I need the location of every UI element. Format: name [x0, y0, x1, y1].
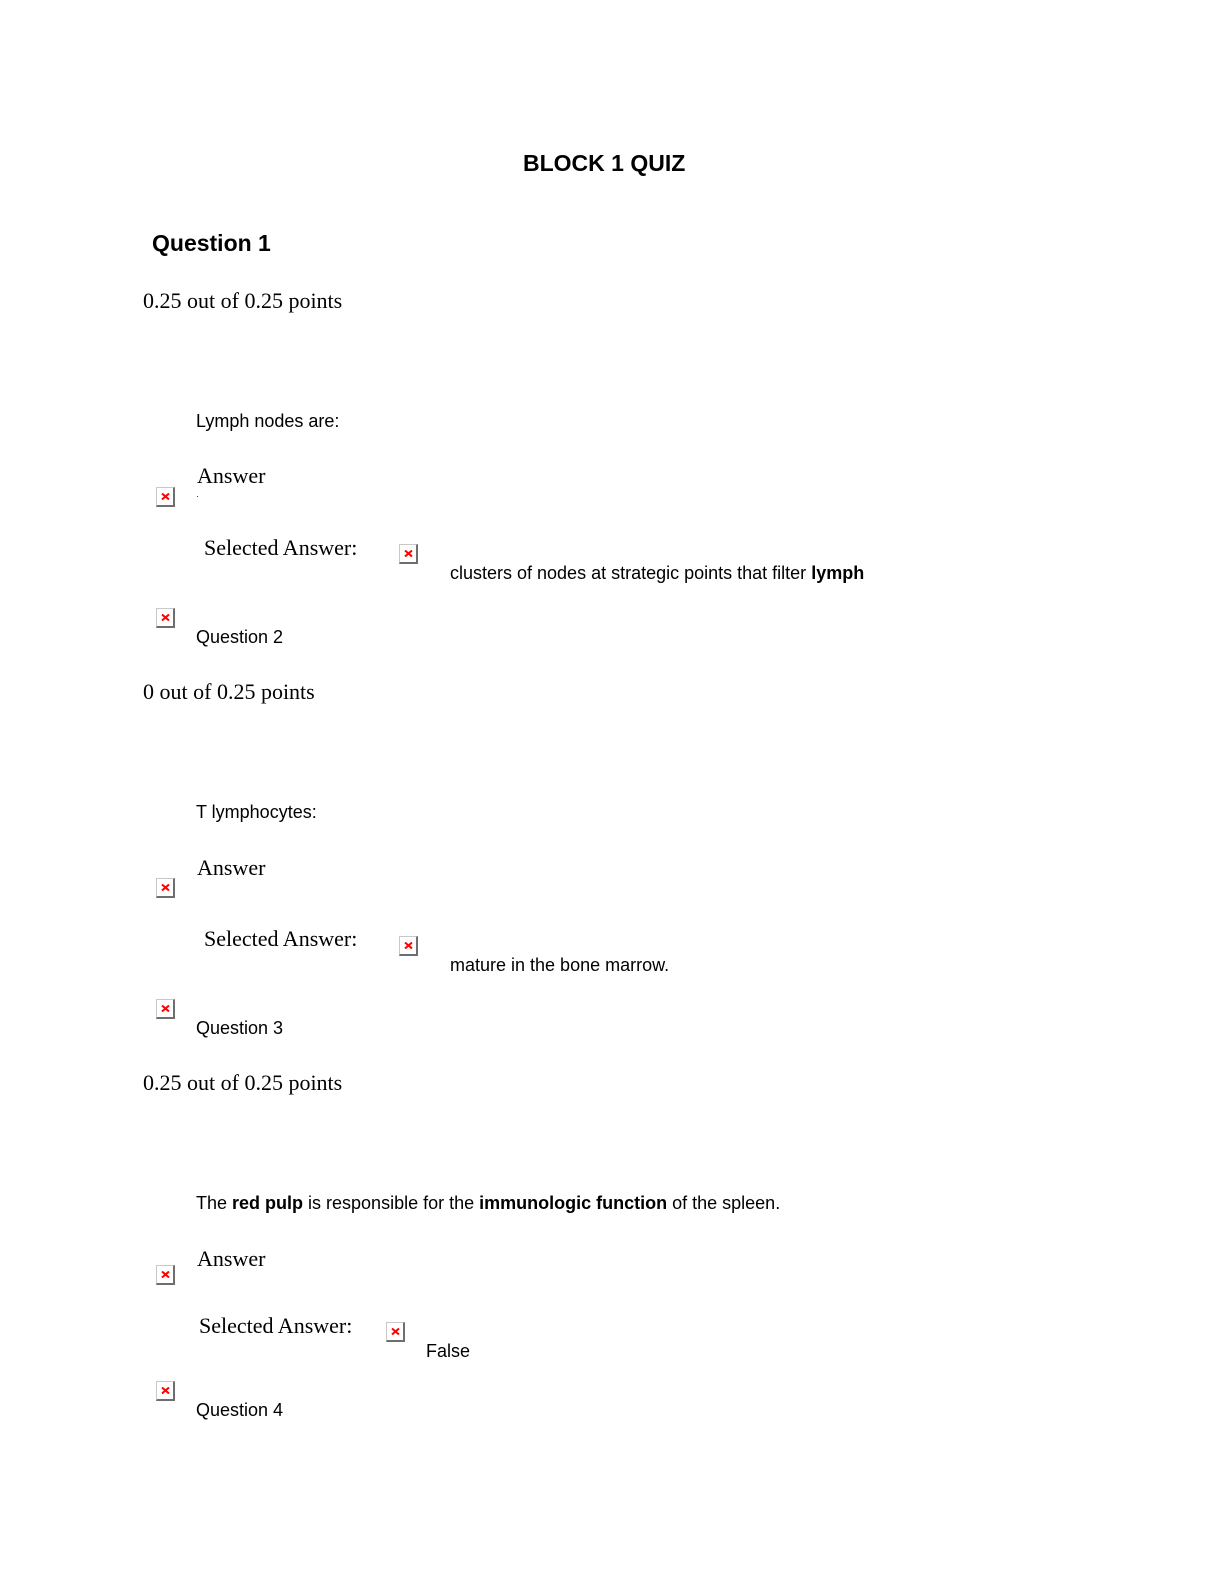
question-3-heading: Question 3: [196, 1018, 284, 1038]
question-1-heading: Question 1: [152, 230, 271, 256]
question-1-selected-answer: clusters of nodes at strategic points th…: [450, 563, 864, 584]
prompt-text: T lymphocytes:: [196, 802, 317, 822]
broken-image-icon: [156, 878, 175, 898]
question-1-prompt: Lymph nodes are:: [196, 411, 339, 432]
prompt-text-bold: immunologic function: [479, 1193, 668, 1213]
question-4-heading: Question 4: [196, 1400, 284, 1420]
answer-text: clusters of nodes at strategic points th…: [450, 563, 812, 583]
question-2-selected-answer-label: Selected Answer:: [204, 926, 358, 951]
broken-image-icon: [156, 487, 175, 507]
question-2-prompt: T lymphocytes:: [196, 802, 317, 823]
red-x-icon: [160, 1271, 170, 1278]
red-x-icon: [160, 493, 170, 500]
marker-dot: [197, 496, 198, 497]
red-x-icon: [160, 884, 170, 891]
question-3-selected-answer-label: Selected Answer:: [199, 1313, 353, 1338]
question-1-answer-label: Answer: [197, 463, 266, 488]
broken-image-icon: [156, 999, 175, 1019]
question-1-selected-answer-label: Selected Answer:: [204, 535, 358, 560]
question-2-selected-answer: mature in the bone marrow.: [450, 955, 669, 976]
broken-image-icon: [399, 936, 418, 956]
red-x-icon: [160, 614, 170, 621]
answer-text: mature in the bone marrow.: [450, 955, 670, 975]
answer-text: False: [426, 1341, 471, 1361]
question-2-points: 0 out of 0.25 points: [143, 679, 315, 704]
red-x-icon: [160, 1005, 170, 1012]
question-3-points: 0.25 out of 0.25 points: [143, 1070, 343, 1095]
question-2-answer-label: Answer: [197, 855, 266, 880]
question-3-prompt: The red pulp is responsible for the immu…: [196, 1193, 780, 1214]
red-x-icon: [160, 1387, 170, 1394]
prompt-text: The: [196, 1193, 233, 1213]
prompt-text: Lymph nodes are:: [196, 411, 340, 431]
question-3-selected-answer: False: [426, 1341, 470, 1362]
broken-image-icon: [386, 1322, 405, 1342]
red-x-icon: [403, 550, 413, 557]
page-title: BLOCK 1 QUIZ: [523, 150, 686, 176]
red-x-icon: [403, 942, 413, 949]
question-3-answer-label: Answer: [197, 1246, 266, 1271]
prompt-text: is responsible for the: [303, 1193, 480, 1213]
prompt-text: of the spleen.: [667, 1193, 781, 1213]
broken-image-icon: [156, 1381, 175, 1401]
question-2-heading: Question 2: [196, 627, 284, 647]
red-x-icon: [390, 1328, 400, 1335]
question-1-points: 0.25 out of 0.25 points: [143, 288, 343, 313]
broken-image-icon: [399, 544, 418, 564]
answer-text-bold: lymph: [811, 563, 865, 583]
broken-image-icon: [156, 1265, 175, 1285]
broken-image-icon: [156, 608, 175, 628]
prompt-text-bold: red pulp: [232, 1193, 304, 1213]
